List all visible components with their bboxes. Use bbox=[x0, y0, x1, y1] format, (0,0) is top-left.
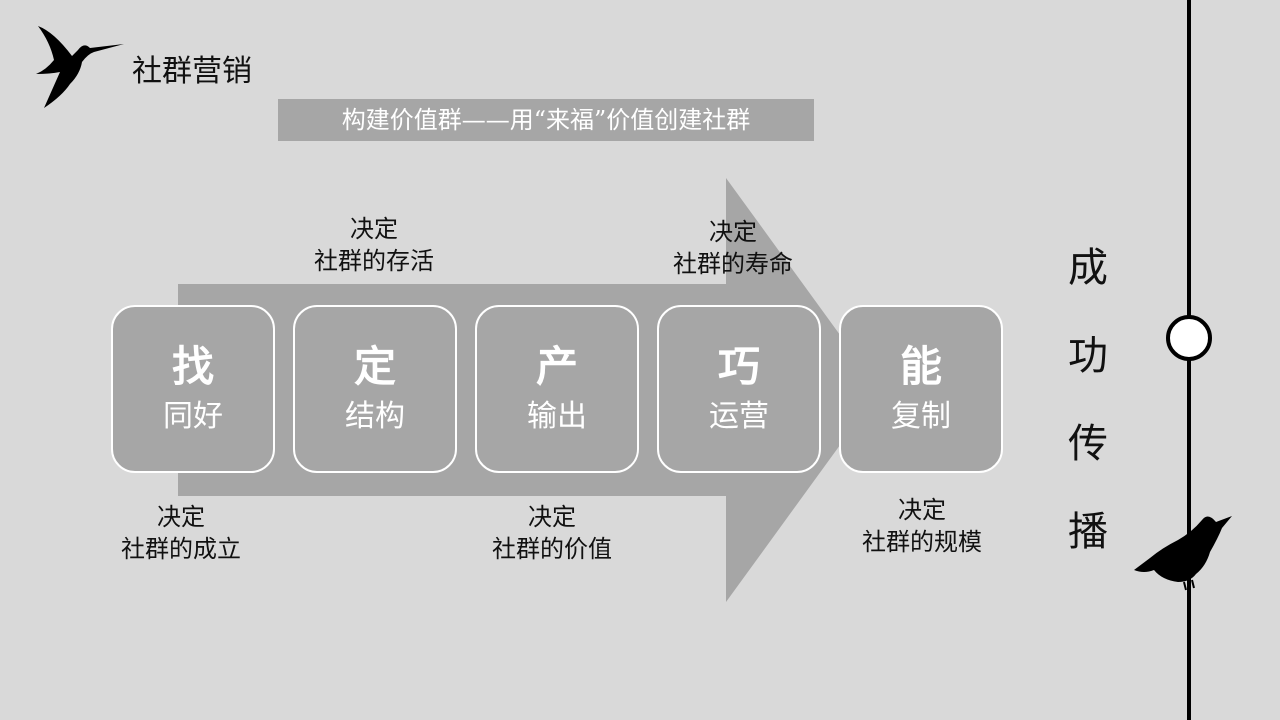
note-line: 决定 bbox=[350, 215, 398, 243]
note-value: 决定 社群的价值 bbox=[442, 501, 662, 565]
step-box-replicate: 能 复制 bbox=[839, 305, 1003, 473]
side-char: 传 bbox=[1068, 421, 1108, 467]
note-line: 决定 bbox=[528, 503, 576, 531]
step-box-output: 产 输出 bbox=[475, 305, 639, 473]
note-line: 社群的寿命 bbox=[673, 250, 793, 278]
step-label: 同好 bbox=[163, 399, 223, 434]
step-box-operate: 巧 运营 bbox=[657, 305, 821, 473]
timeline-line bbox=[1166, 0, 1212, 720]
side-char: 成 bbox=[1068, 245, 1108, 291]
step-char: 定 bbox=[353, 342, 396, 391]
page-title: 社群营销 bbox=[132, 54, 252, 89]
step-label: 输出 bbox=[527, 399, 587, 434]
step-label: 复制 bbox=[891, 399, 951, 434]
step-char: 产 bbox=[535, 342, 578, 391]
step-char: 巧 bbox=[717, 342, 760, 391]
side-char: 播 bbox=[1068, 509, 1108, 555]
note-line: 决定 bbox=[709, 218, 757, 246]
timeline-circle bbox=[1166, 315, 1212, 361]
note-establish: 决定 社群的成立 bbox=[71, 501, 291, 565]
note-line: 社群的价值 bbox=[492, 535, 612, 563]
side-vertical-text: 成 功 传 播 bbox=[1064, 236, 1112, 588]
perched-bird-icon bbox=[1134, 516, 1232, 591]
banner-subtitle: 构建价值群——用“来福”价值创建社群 bbox=[278, 99, 814, 141]
step-label: 运营 bbox=[709, 399, 769, 434]
note-scale: 决定 社群的规模 bbox=[812, 494, 1032, 558]
step-box-structure: 定 结构 bbox=[293, 305, 457, 473]
step-char: 能 bbox=[899, 342, 942, 391]
step-char: 找 bbox=[171, 342, 214, 391]
hummingbird-icon bbox=[36, 26, 124, 108]
note-lifespan: 决定 社群的寿命 bbox=[623, 216, 843, 280]
note-line: 社群的存活 bbox=[314, 247, 434, 275]
note-survival: 决定 社群的存活 bbox=[264, 213, 484, 277]
note-line: 社群的规模 bbox=[862, 528, 982, 556]
step-box-find: 找 同好 bbox=[111, 305, 275, 473]
note-line: 决定 bbox=[898, 496, 946, 524]
step-label: 结构 bbox=[345, 399, 405, 434]
note-line: 决定 bbox=[157, 503, 205, 531]
note-line: 社群的成立 bbox=[121, 535, 241, 563]
side-char: 功 bbox=[1068, 333, 1108, 379]
